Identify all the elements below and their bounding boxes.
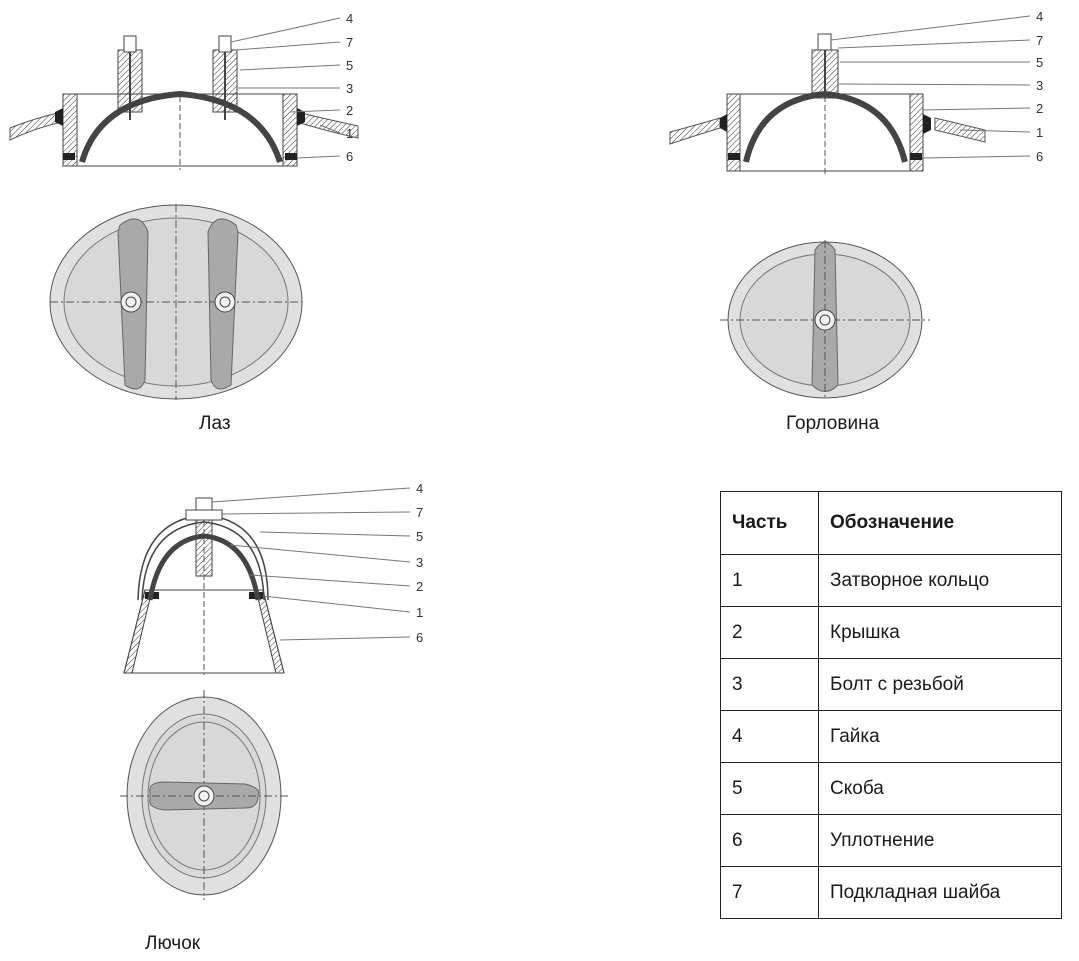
table-row: 2 Крышка <box>720 606 1062 659</box>
lyuchok-callout-label: 1 <box>416 605 423 620</box>
lyuchok-callout-label: 4 <box>416 481 423 496</box>
gorlovina-callout-label: 1 <box>1036 125 1043 140</box>
lyuchok-callout-label: 6 <box>416 630 423 645</box>
laz-callout-label: 4 <box>346 11 353 26</box>
part-name: Гайка <box>818 710 1062 763</box>
laz-bolt-left <box>117 35 143 120</box>
table-row: 1 Затворное кольцо <box>720 554 1062 607</box>
laz-callout-label: 1 <box>346 126 353 141</box>
part-number: 5 <box>720 762 819 815</box>
part-number: 3 <box>720 658 819 711</box>
lyuchok-callout-label: 2 <box>416 579 423 594</box>
part-number: 7 <box>720 866 819 919</box>
gorlovina-callout-label: 5 <box>1036 55 1043 70</box>
gorlovina-callout-label: 3 <box>1036 78 1043 93</box>
laz-callout-label: 5 <box>346 58 353 73</box>
gorlovina-section-view <box>669 15 1031 175</box>
part-name: Уплотнение <box>818 814 1062 867</box>
part-number: 1 <box>720 554 819 607</box>
laz-callout-label: 3 <box>346 81 353 96</box>
lyuchok-callout-label: 7 <box>416 505 423 520</box>
gorlovina-plan-view <box>720 240 930 400</box>
table-row: 3 Болт с резьбой <box>720 658 1062 711</box>
laz-callouts: 4 7 5 3 2 1 6 <box>346 11 353 164</box>
gorlovina-callout-label: 2 <box>1036 101 1043 116</box>
lyuchok-callouts: 4 7 5 3 2 1 6 <box>416 481 423 645</box>
gorlovina-callout-label: 4 <box>1036 9 1043 24</box>
column-header-designation: Обозначение <box>818 491 1062 555</box>
part-number: 6 <box>720 814 819 867</box>
table-row: 5 Скоба <box>720 762 1062 815</box>
gorlovina-callout-label: 7 <box>1036 33 1043 48</box>
lyuchok-plan-view <box>120 690 288 900</box>
part-number: 2 <box>720 606 819 659</box>
part-name: Затворное кольцо <box>818 554 1062 607</box>
laz-callout-label: 7 <box>346 35 353 50</box>
caption-laz: Лаз <box>199 413 231 434</box>
column-header-part: Часть <box>720 491 819 555</box>
part-name: Крышка <box>818 606 1062 659</box>
laz-plan-view <box>49 204 303 400</box>
lyuchok-callout-label: 5 <box>416 529 423 544</box>
part-name: Болт с резьбой <box>818 658 1062 711</box>
caption-gorlovina: Горловина <box>786 413 880 434</box>
gorlovina-callout-label: 6 <box>1036 149 1043 164</box>
laz-callout-label: 2 <box>346 103 353 118</box>
part-number: 4 <box>720 710 819 763</box>
laz-bolt-right <box>212 35 238 120</box>
laz-section-view <box>9 17 359 170</box>
part-name: Скоба <box>818 762 1062 815</box>
laz-callout-label: 6 <box>346 149 353 164</box>
lyuchok-section-view <box>123 487 411 675</box>
caption-lyuchok: Лючок <box>145 933 201 954</box>
part-name: Подкладная шайба <box>818 866 1062 919</box>
lyuchok-callout-label: 3 <box>416 555 423 570</box>
table-row: 7 Подкладная шайба <box>720 866 1062 919</box>
gorlovina-callouts: 4 7 5 3 2 1 6 <box>1036 9 1043 164</box>
table-row: 4 Гайка <box>720 710 1062 763</box>
table-row: 6 Уплотнение <box>720 814 1062 867</box>
table-header-row: Часть Обозначение <box>720 491 1062 555</box>
parts-table: Часть Обозначение 1 Затворное кольцо 2 К… <box>720 491 1062 919</box>
